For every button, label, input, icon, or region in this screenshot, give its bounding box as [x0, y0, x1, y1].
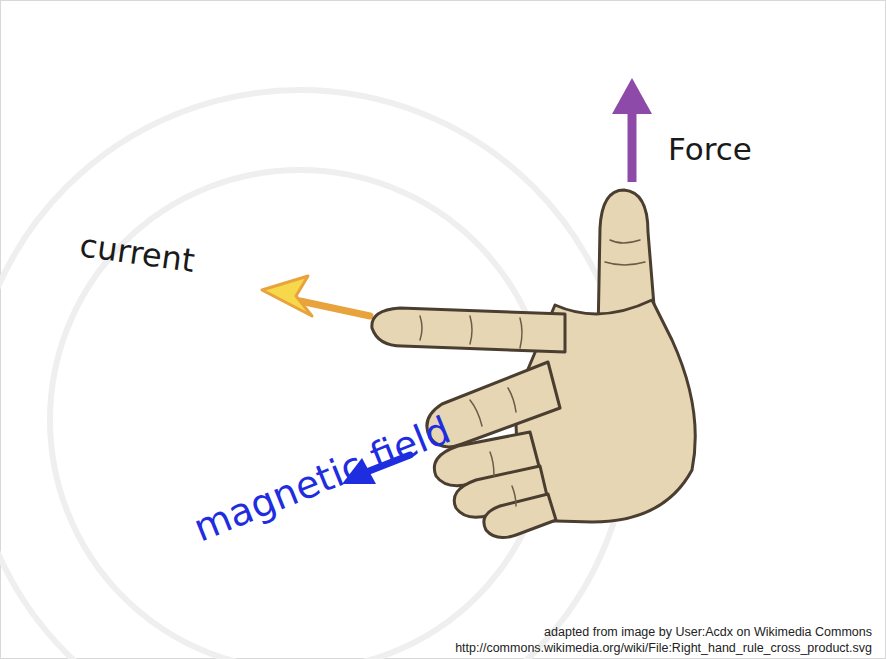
force-arrow [612, 78, 652, 182]
hand-creases [420, 240, 645, 506]
attribution-url: http://commons.wikimedia.org/wiki/File:R… [455, 642, 872, 656]
watermark [0, 90, 630, 659]
force-label: Force [668, 132, 752, 166]
current-arrow [262, 276, 370, 316]
attribution-line: adapted from image by User:Acdx on Wikim… [544, 626, 872, 640]
hand [372, 190, 695, 538]
